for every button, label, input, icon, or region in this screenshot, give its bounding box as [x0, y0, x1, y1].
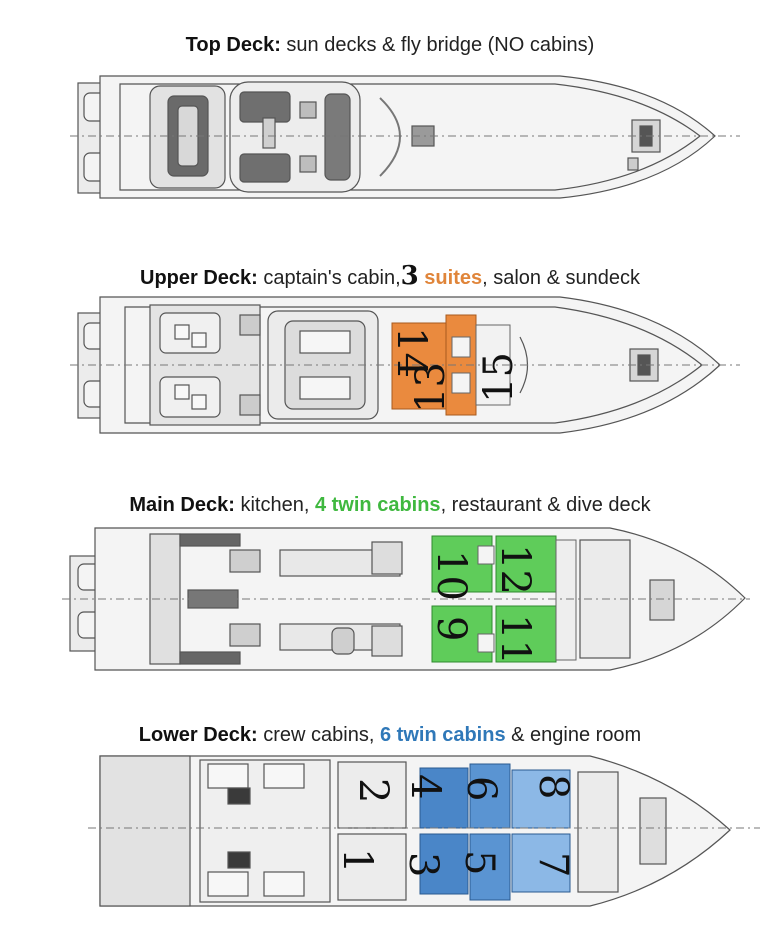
- cabin-number-13: 13: [408, 362, 454, 413]
- cabin-number-14: 14: [388, 327, 434, 378]
- top-deck-title: Top Deck: sun decks & fly bridge (NO cab…: [0, 34, 780, 57]
- upper-deck-suite-label: suites: [424, 267, 483, 289]
- cabin-number-3: 3: [400, 852, 446, 877]
- cabin-number-10: 10: [428, 550, 474, 601]
- top-deck-plan: [70, 75, 740, 199]
- upper-deck-name: Upper Deck:: [140, 267, 258, 289]
- cabin-number-5: 5: [456, 850, 502, 875]
- lower-deck-name: Lower Deck:: [138, 724, 258, 746]
- main-deck-twin-label: 4 twin cabins: [314, 494, 441, 516]
- main-deck-plan: 10 12 9 11: [62, 527, 750, 671]
- upper-deck-suite-count: 3: [400, 261, 419, 291]
- main-deck-title: Main Deck: kitchen, 4 twin cabins, resta…: [0, 494, 780, 517]
- cabin-number-4: 4: [402, 774, 448, 799]
- lower-deck-title: Lower Deck: crew cabins, 6 twin cabins &…: [0, 724, 780, 747]
- upper-deck-desc-before: captain's cabin,: [263, 267, 401, 289]
- cabin-number-1: 1: [334, 848, 380, 873]
- cabin-number-7: 7: [530, 852, 576, 877]
- main-deck-desc-after: , restaurant & dive deck: [440, 494, 651, 516]
- lower-deck-desc-before: crew cabins,: [263, 724, 375, 746]
- lower-deck-twin-label: 6 twin cabins: [379, 724, 506, 746]
- upper-deck-desc-after: , salon & sundeck: [482, 267, 640, 289]
- cabin-number-12: 12: [492, 544, 538, 595]
- top-deck-description: sun decks & fly bridge (NO cabins): [286, 34, 595, 56]
- main-deck-name: Main Deck:: [129, 494, 235, 516]
- upper-deck-plan: 14 15 13: [70, 296, 740, 434]
- lower-deck-plan: 2 4 6 8 1 3 5 7: [88, 755, 760, 907]
- cabin-number-11: 11: [492, 614, 538, 665]
- cabin-number-9: 9: [428, 616, 474, 641]
- cabin-number-2: 2: [350, 778, 396, 803]
- cabin-number-15: 15: [476, 352, 522, 403]
- main-cabins-area: [431, 535, 577, 663]
- lower-deck-desc-after: & engine room: [511, 724, 642, 746]
- lower-cabins-area: [419, 763, 571, 901]
- cabin-number-6: 6: [458, 776, 504, 801]
- cabin-number-8: 8: [530, 774, 576, 799]
- top-deck-name: Top Deck:: [185, 34, 281, 56]
- upper-deck-title: Upper Deck: captain's cabin,3 suites, sa…: [0, 261, 780, 291]
- main-deck-desc-before: kitchen,: [240, 494, 310, 516]
